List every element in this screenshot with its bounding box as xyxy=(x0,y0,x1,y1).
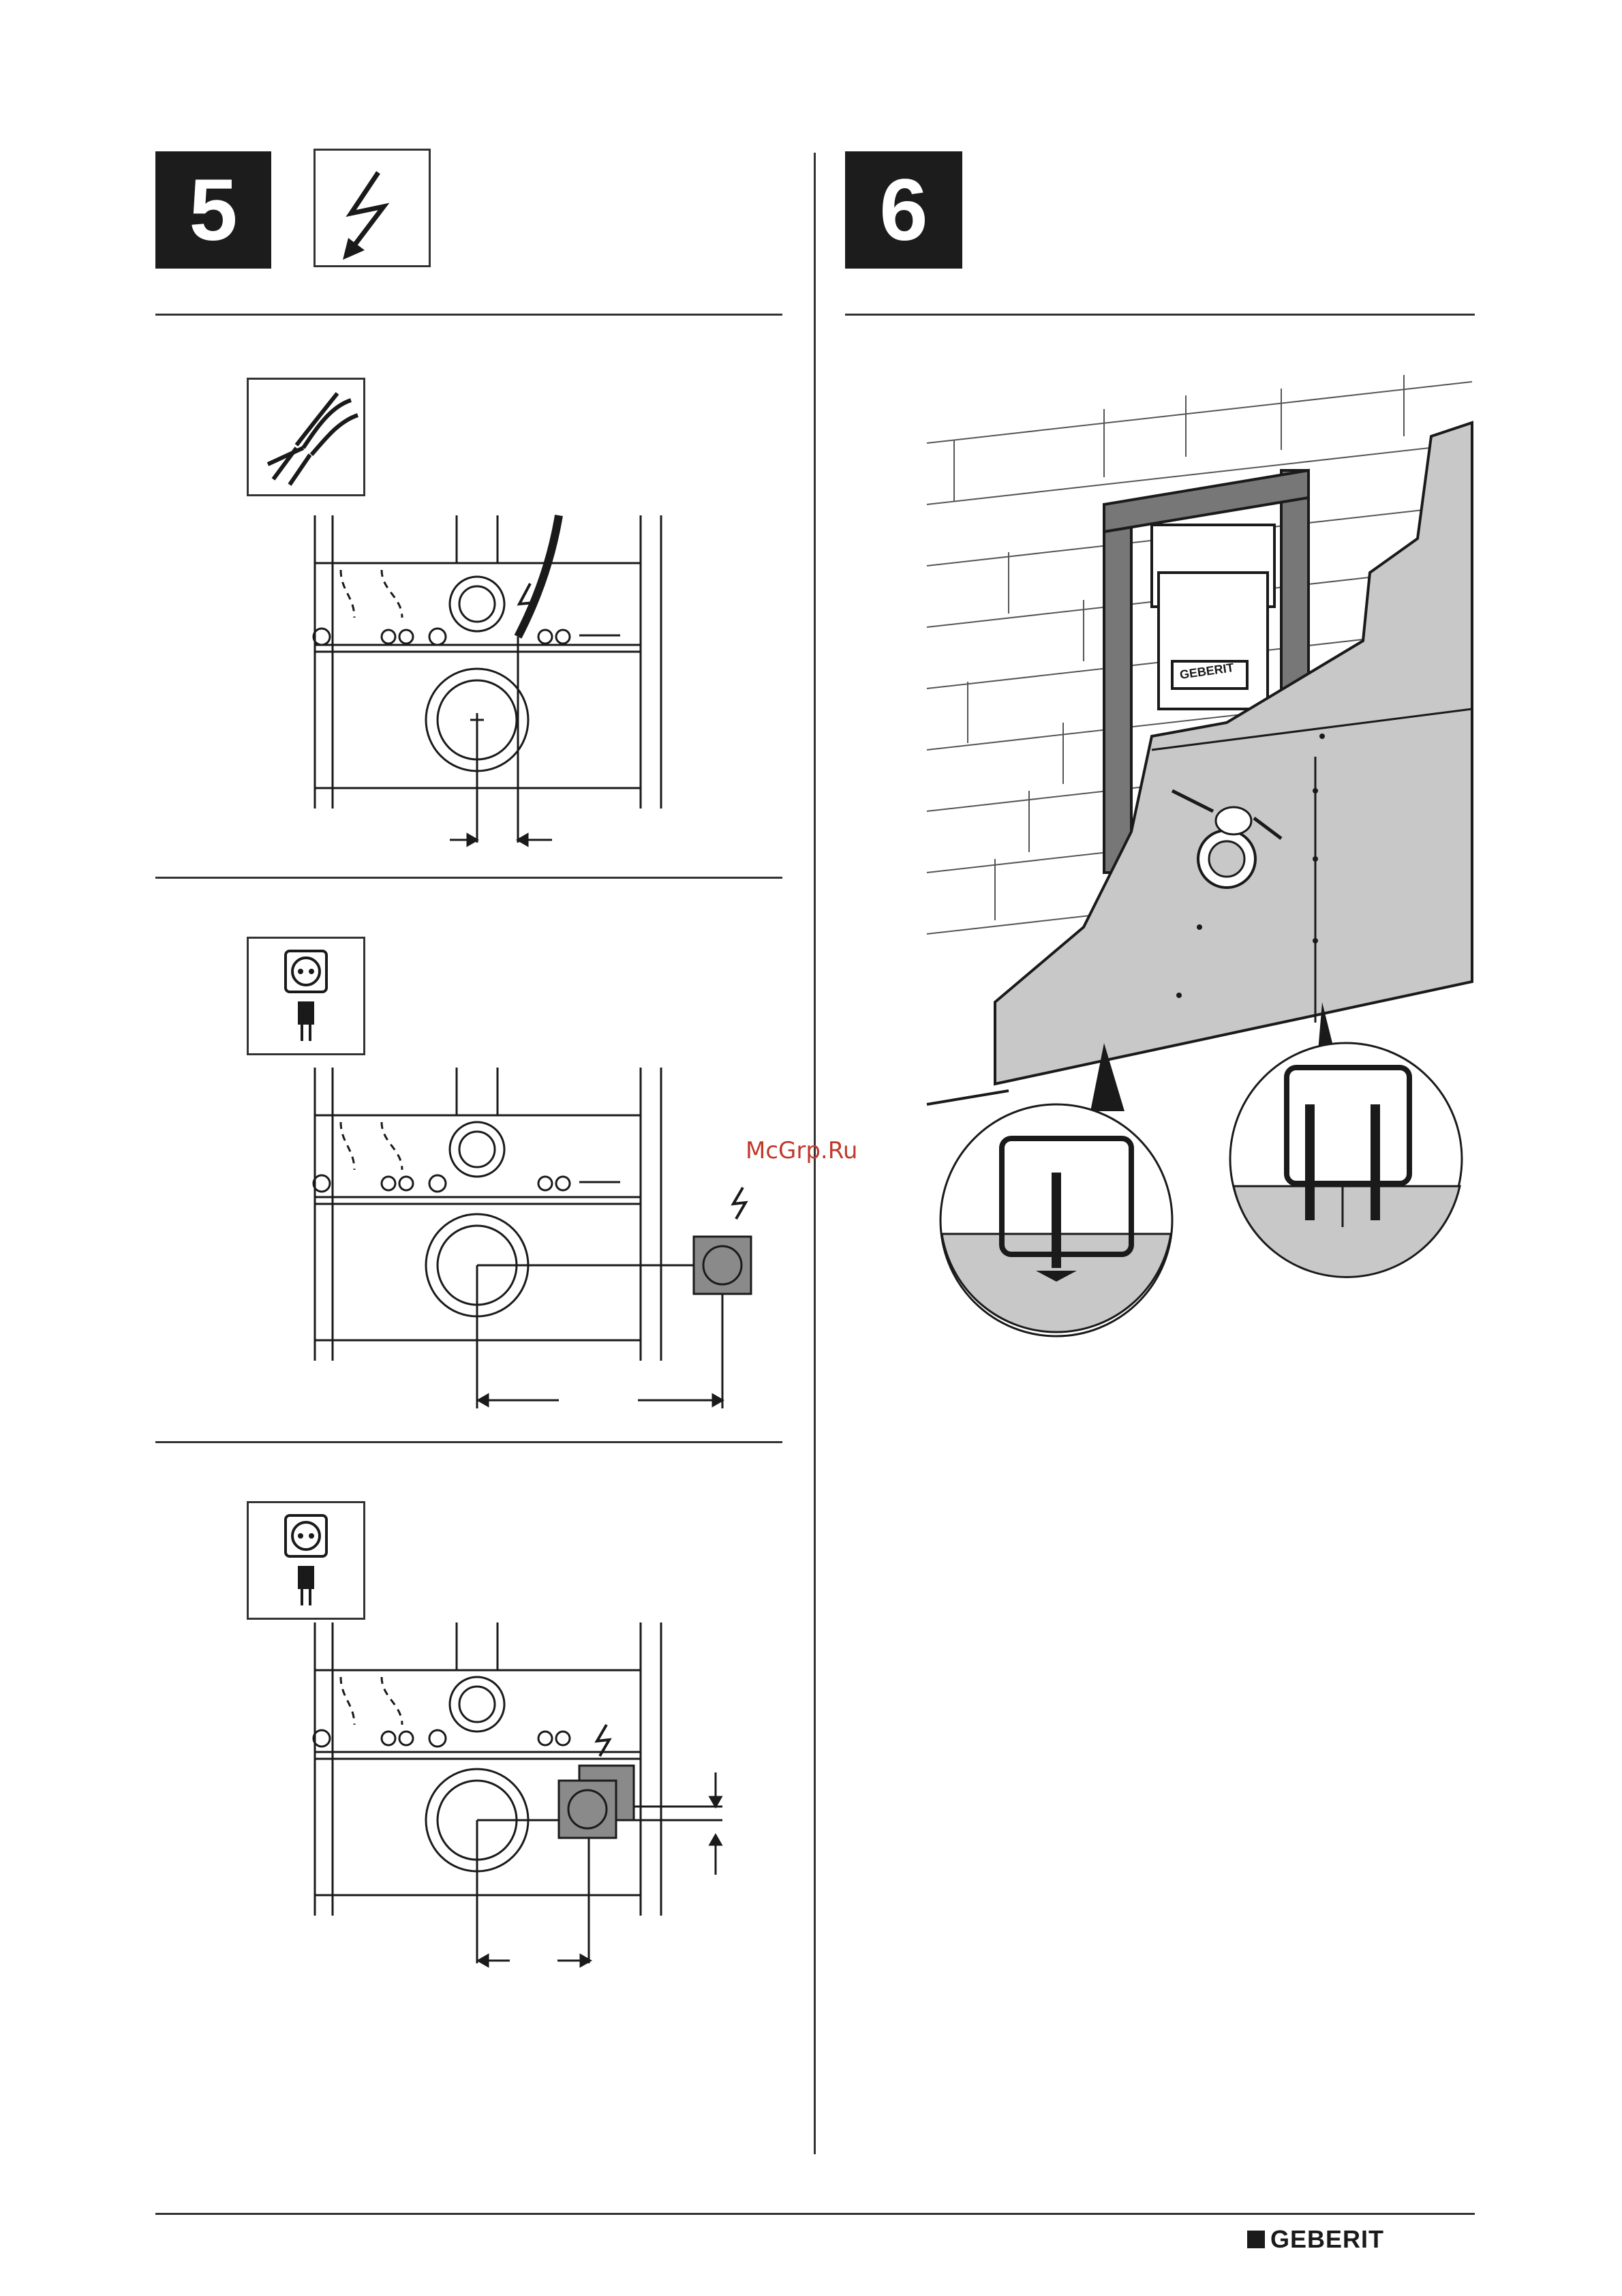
socket-icon-box-1 xyxy=(247,937,365,1055)
drywall-installation-illustration: GEBERIT xyxy=(927,368,1486,1323)
step-5-badge: 5 xyxy=(155,151,271,269)
dimension-arrows-socket-side xyxy=(477,1387,736,1414)
electric-icon-box xyxy=(313,149,431,267)
cable-icon-box xyxy=(247,378,365,496)
brand-label: GEBERIT xyxy=(1270,2225,1384,2254)
socket-plug-icon-2 xyxy=(249,1503,363,1618)
rule-footer xyxy=(155,2213,1475,2215)
dimension-arrows-socket-adjacent xyxy=(477,1947,613,1974)
step-6-badge: 6 xyxy=(845,151,962,269)
socket-plug-icon xyxy=(249,939,363,1053)
watermark: McGrp.Ru xyxy=(746,1137,857,1164)
frame-diagram-socket-adjacent xyxy=(273,1622,736,1936)
frame-diagram-socket-side xyxy=(273,1068,763,1381)
dimension-arrows-vertical xyxy=(702,1772,729,1882)
dimension-arrows-cable xyxy=(450,826,586,854)
geberit-logo: GEBERIT xyxy=(1247,2225,1384,2254)
rule-left-top xyxy=(155,314,782,316)
frame-diagram-cable xyxy=(273,515,695,815)
rule-right-top xyxy=(845,314,1475,316)
lightning-arrow-icon xyxy=(316,151,429,265)
step-6-number: 6 xyxy=(879,160,928,260)
cable-bundle-icon xyxy=(249,380,363,494)
rule-left-mid-2 xyxy=(155,1441,782,1443)
rule-left-mid-1 xyxy=(155,877,782,879)
socket-icon-box-2 xyxy=(247,1501,365,1620)
step-5-number: 5 xyxy=(189,160,237,260)
logo-square-icon xyxy=(1247,2231,1265,2248)
